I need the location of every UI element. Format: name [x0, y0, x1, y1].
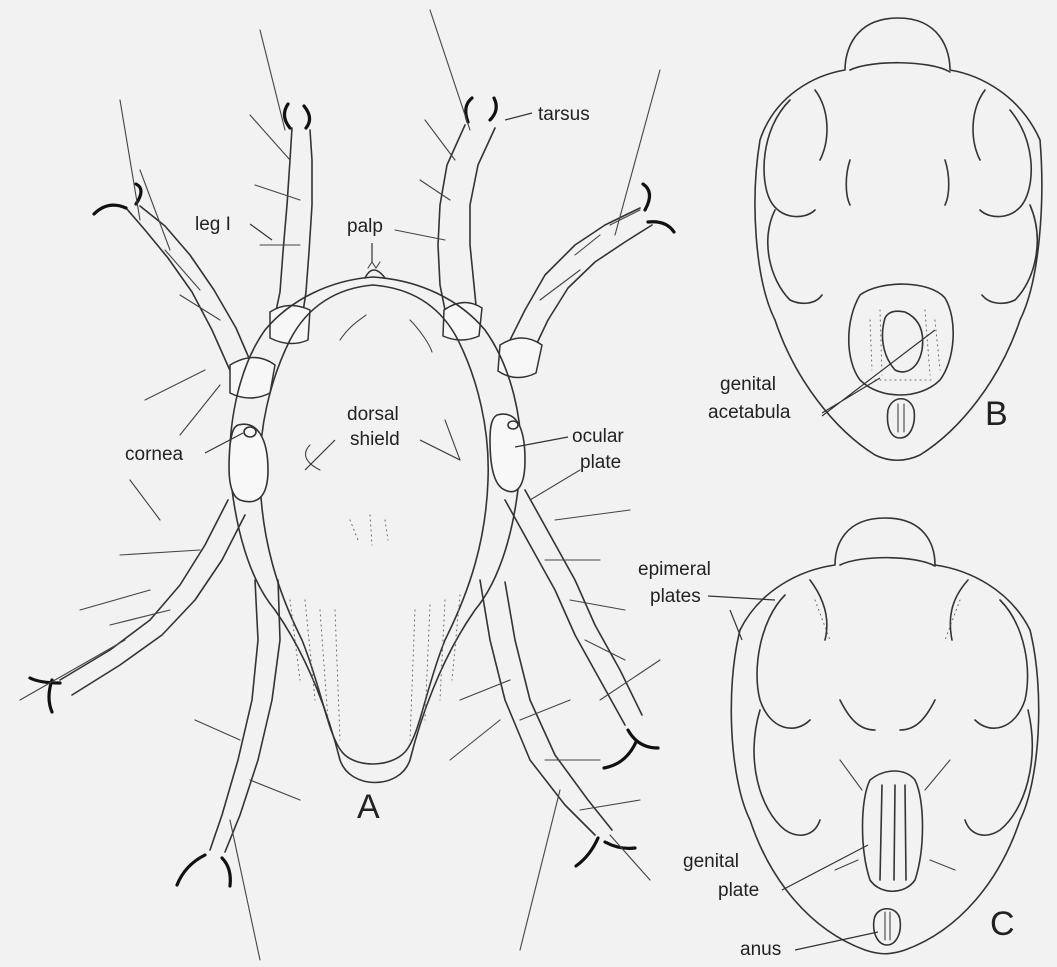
label-genital-c-line1: genital: [683, 851, 739, 872]
label-leg-i: leg I: [195, 214, 231, 235]
panel-c-genital-plate: [863, 771, 923, 891]
panel-c-anus: [874, 909, 901, 945]
label-anus: anus: [740, 939, 781, 960]
panel-letter-c: C: [990, 905, 1015, 943]
label-tarsus: tarsus: [538, 104, 590, 125]
label-genital-b-line1: genital: [720, 374, 776, 395]
label-dorsal-line1: dorsal: [347, 404, 399, 425]
panel-c-ventral-view: epimeral plates genital plate anus C: [638, 518, 1039, 960]
dorsal-shield: [260, 285, 488, 764]
label-plate-c-line2: plate: [718, 880, 759, 901]
panel-letter-b: B: [985, 395, 1008, 433]
panel-b-genital-area: [849, 284, 953, 395]
label-shield-line2: shield: [350, 429, 400, 450]
panel-c-body-outline: [731, 518, 1038, 954]
label-plate-line2: plate: [580, 452, 621, 473]
legs: [20, 10, 674, 960]
ocular-plate-left: [229, 424, 268, 501]
label-ocular-line1: ocular: [572, 426, 624, 447]
panel-letter-a: A: [357, 788, 380, 826]
panel-b-body-outline: [755, 18, 1042, 460]
label-plates-line2: plates: [650, 586, 701, 607]
panel-a-dorsal-view: tarsus palp leg I dorsal shield cornea o…: [20, 10, 674, 960]
label-epimeral-line1: epimeral: [638, 559, 711, 580]
panel-b-anus: [888, 399, 915, 438]
body-outline: [230, 277, 521, 783]
label-acetabula-line2: acetabula: [708, 402, 791, 423]
panel-b-ventral-view: genital acetabula B: [708, 18, 1042, 460]
label-cornea: cornea: [125, 444, 184, 465]
label-palp: palp: [347, 216, 383, 237]
